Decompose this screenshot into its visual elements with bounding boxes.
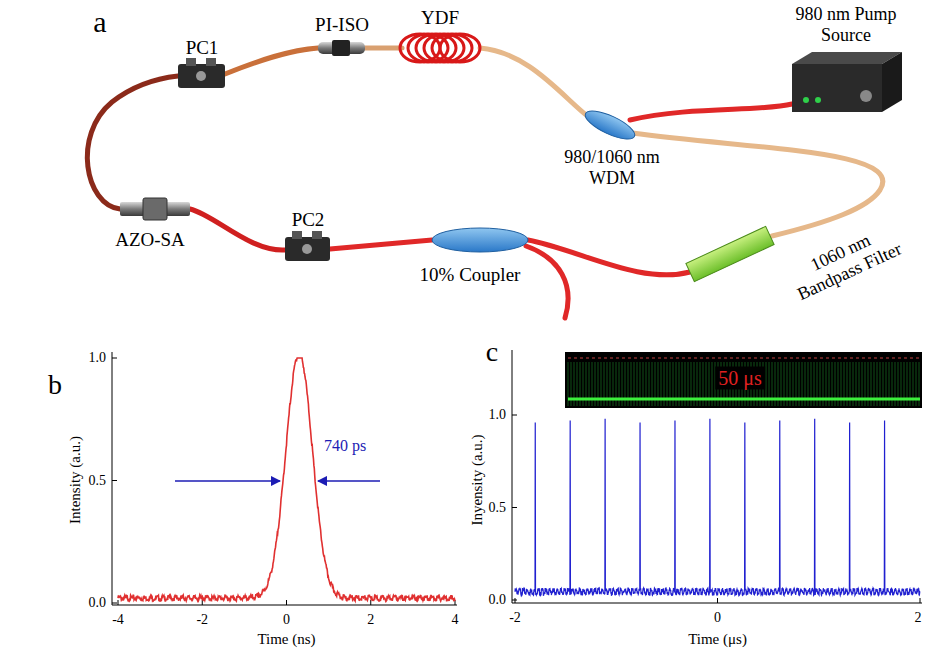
component-label: PC1 <box>186 37 219 59</box>
component-label: YDF <box>421 7 459 29</box>
tick-label: 0.0 <box>89 595 107 611</box>
output-coupler <box>432 228 528 252</box>
ydf-coil <box>440 34 480 62</box>
polarization-controller <box>178 58 225 88</box>
inset-trace <box>568 398 920 401</box>
fiber-ring <box>87 48 883 318</box>
pump-source-box <box>792 52 902 112</box>
wdm-coupler <box>582 105 639 144</box>
tick-label: 0.0 <box>489 592 507 608</box>
panel-letter: a <box>93 5 106 40</box>
panel-letter: b <box>48 369 62 401</box>
tick-label: 1.0 <box>89 350 107 366</box>
tick-label: -2 <box>196 612 208 628</box>
tick-label: 0 <box>714 610 721 626</box>
inset-trace <box>568 358 920 359</box>
component-label: 10% Coupler <box>420 264 521 286</box>
tick-label: 4 <box>452 612 459 628</box>
ydf-coil <box>432 34 472 62</box>
pulse-train <box>515 419 920 596</box>
axis-title: Intensity (a.u.) <box>67 436 84 524</box>
component-label: AZO-SA <box>115 229 185 251</box>
inset-trace <box>568 362 919 406</box>
ydf-coil <box>400 34 480 62</box>
tick-label: 0.5 <box>89 473 107 489</box>
plot-axes <box>112 352 457 605</box>
fwhm-arrow <box>318 480 380 482</box>
polarization-controller <box>285 231 330 261</box>
plot-curves <box>118 358 920 601</box>
component-label: PC2 <box>292 209 325 231</box>
axis-title: Time (μs) <box>688 631 747 648</box>
panel-letter: c <box>486 336 498 368</box>
fwhm-arrow <box>175 480 280 482</box>
bandpass-filter <box>686 226 774 281</box>
plot-axes <box>512 350 922 603</box>
isolator <box>318 40 365 56</box>
tick-label: 1.0 <box>489 407 507 423</box>
axis-title: Inyensity (a.u.) <box>469 434 486 525</box>
component-label: 980 nm Pump Source <box>790 4 902 45</box>
inset-trace <box>565 352 922 408</box>
annotation: 740 ps <box>324 437 366 455</box>
tick-label: -4 <box>112 612 124 628</box>
tick-label: 0 <box>283 612 290 628</box>
tick-label: 2 <box>367 612 374 628</box>
tick-label: 0.5 <box>489 500 507 516</box>
tick-label: 2 <box>915 610 922 626</box>
pulse-curve <box>118 358 455 601</box>
axis-title: Time (ns) <box>257 631 315 648</box>
tick-label: -2 <box>509 610 521 626</box>
component-label: 980/1060 nm WDM <box>552 147 672 188</box>
component-label: PI-ISO <box>315 14 369 36</box>
inset-label: 50 μs <box>715 367 765 390</box>
saturable-absorber <box>120 198 190 220</box>
